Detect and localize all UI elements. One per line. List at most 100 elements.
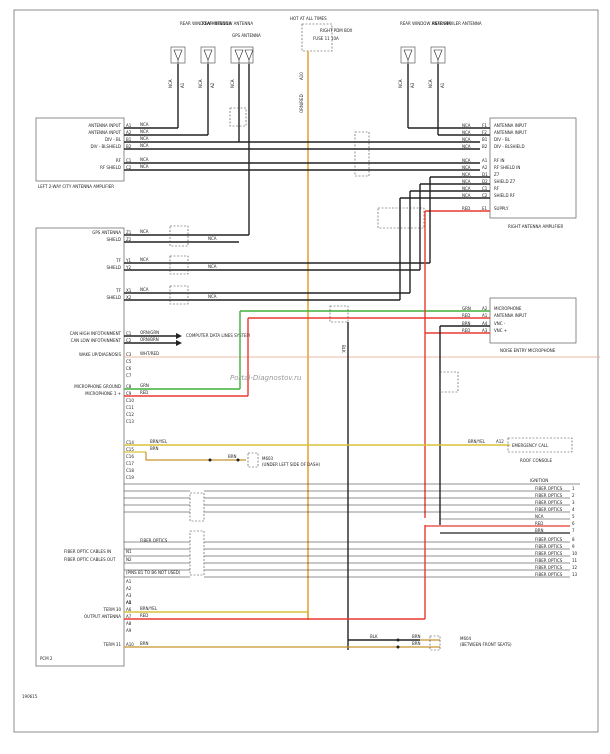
svg-text:NCA: NCA [208, 264, 217, 269]
pin-label: CAN LOW INFOTAINMENT [71, 338, 122, 343]
pin-number: C10 [126, 398, 134, 403]
pin-label: SUPPLY [494, 206, 509, 211]
svg-text:BRN: BRN [412, 634, 421, 639]
svg-text:NCA: NCA [140, 136, 149, 141]
pin-number: Z1 [126, 230, 132, 235]
svg-text:RED: RED [140, 390, 148, 395]
pin-number: C3 [126, 352, 132, 357]
pin-label: ANTENNA INPUT [88, 123, 121, 128]
m604-code: M604 [460, 636, 472, 641]
svg-text:NCA: NCA [140, 122, 149, 127]
pin-number: C1 [126, 331, 132, 336]
pin-label: TERM 30 [102, 607, 121, 612]
svg-text:NCA: NCA [208, 294, 217, 299]
svg-text:N1: N1 [126, 549, 132, 554]
pin-number: C9 [126, 391, 132, 396]
pin-number: F2 [482, 130, 487, 135]
pin-number: F1 [482, 123, 487, 128]
pin-label: DIV - BL [105, 137, 122, 142]
pin-label: SHIELD [106, 265, 121, 270]
svg-text:ORN/RED: ORN/RED [299, 94, 304, 113]
pin-label: GPS ANTENNA [92, 230, 121, 235]
pin-label: SHIELD Z7 [494, 179, 516, 184]
pin-number: A1 [482, 158, 488, 163]
svg-text:BRN: BRN [140, 641, 149, 646]
pin-label: ANTENNA INPUT [494, 130, 527, 135]
wire-label: NCA [462, 186, 471, 191]
wire-label: FIBER OPTICS [535, 551, 563, 556]
antenna-rear-spoiler: REAR SPOILER ANTENNA NCA A1 [428, 21, 482, 135]
pin-number: A4 [126, 600, 132, 605]
antenna-rear-window-3: REAR WINDOW ANTENNA NCA A3 [398, 21, 451, 128]
wire-label: FIBER OPTICS [535, 500, 563, 505]
pin-label: CAN HIGH INFOTAINMENT [70, 331, 122, 336]
wire-label: NCA [462, 172, 471, 177]
pin-label: TERM 31 [102, 642, 121, 647]
diagram-frame [13, 9, 599, 733]
pin-label: MICROPHONE [494, 306, 522, 311]
pin-label: MICROPHONE 1 + [85, 391, 121, 396]
pin-label: DIV - BL [494, 137, 511, 142]
svg-text:FIBER OPTICS: FIBER OPTICS [140, 538, 168, 543]
svg-text:A1: A1 [440, 82, 445, 88]
pin-number: C2 [126, 338, 132, 343]
wire-number: 9 [572, 544, 575, 549]
pin-number: X1 [126, 288, 132, 293]
wire-label: NCA [462, 123, 471, 128]
svg-text:GRN: GRN [140, 383, 149, 388]
antenna-label: REAR WINDOW ANTENNA [202, 21, 253, 26]
svg-text:NCA: NCA [198, 79, 203, 88]
svg-text:ORN/BRN: ORN/BRN [140, 337, 159, 342]
left-amp-title: LEFT 2-WAY CITY ANTENNA AMPLIFIER [38, 184, 114, 189]
pin-number: A2 [126, 130, 132, 135]
pin-number: A10 [126, 642, 134, 647]
antenna-label: REAR WINDOW ANTENNA [180, 21, 231, 26]
wire-label: RED [462, 313, 470, 318]
pin-number: C17 [126, 461, 134, 466]
pin-number: C11 [126, 405, 134, 410]
svg-text:BRN: BRN [228, 454, 237, 459]
svg-text:BLK: BLK [341, 345, 346, 353]
pin-number: A3 [126, 593, 132, 598]
ground-m603: BRN/YEL BRN BRN M603 (UNDER LEFT SIDE OF… [124, 439, 510, 468]
pin-label: TF [115, 258, 121, 263]
svg-text:NCA: NCA [140, 143, 149, 148]
svg-text:BRN: BRN [412, 641, 421, 646]
svg-text:BRN/YEL: BRN/YEL [468, 439, 486, 444]
roof-console: ROOF CONSOLE [520, 458, 552, 463]
pin-number: C12 [126, 412, 134, 417]
pin-number: C7 [126, 373, 132, 378]
pin-number: A6 [126, 607, 132, 612]
svg-text:BLK: BLK [370, 634, 378, 639]
pin-number: A1 [482, 313, 488, 318]
ignition-label: IGNITION [530, 478, 548, 483]
pin-number: C8 [126, 384, 132, 389]
wire-number: 4 [572, 507, 575, 512]
pin-number: A1 [126, 579, 132, 584]
left-antenna-amplifier: LEFT 2-WAY CITY ANTENNA AMPLIFIER A1ANTE… [35, 107, 480, 189]
pin-number: C15 [126, 447, 134, 452]
svg-text:NCA: NCA [428, 79, 433, 88]
pin-label: ANTENNA INPUT [88, 130, 121, 135]
wire-label: NCA [462, 179, 471, 184]
wire-label: RED [462, 328, 470, 333]
wire-label: FIBER OPTICS [535, 486, 563, 491]
svg-text:N2: N2 [126, 557, 132, 562]
pin-number: A2 [482, 306, 488, 311]
pin-number: C13 [126, 419, 134, 424]
pin-label: SHIELD [106, 237, 121, 242]
pin-number: X2 [126, 295, 132, 300]
pin-number: Y2 [125, 265, 131, 270]
pin-number: A1 [126, 123, 132, 128]
pin-label: DIV - BLSHIELD [494, 144, 525, 149]
pin-number: C1 [482, 186, 488, 191]
wire-label: FIBER OPTICS [535, 537, 563, 542]
pin-number: C14 [126, 440, 134, 445]
pin-label: OUTPUT ANTENNA [84, 614, 121, 619]
svg-text:A3: A3 [410, 82, 415, 88]
pin-number: B1 [482, 137, 488, 142]
pin-number: C6 [126, 366, 132, 371]
